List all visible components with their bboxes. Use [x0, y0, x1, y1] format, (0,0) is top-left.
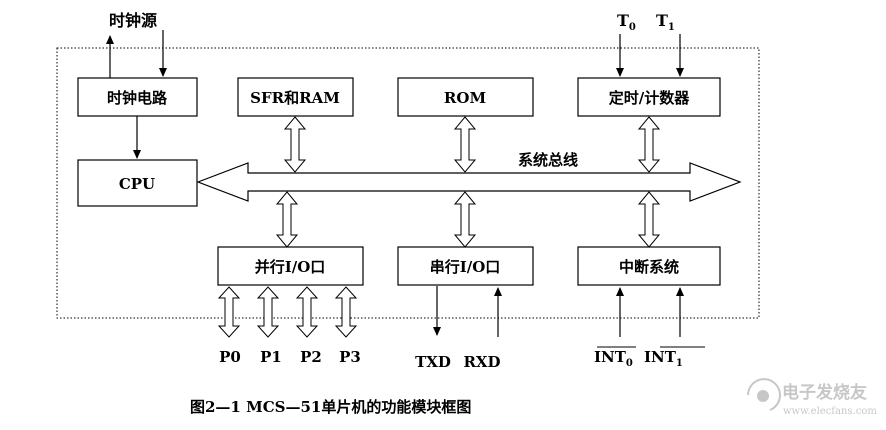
chip-boundary: [56, 47, 760, 319]
cpu-label: CPU: [119, 175, 155, 193]
clock-circuit-label: 时钟电路: [107, 89, 168, 107]
interrupt-bus-connector: [637, 191, 661, 248]
t1-label: T1: [656, 11, 675, 33]
watermark-logo: 电子发烧友 www.elecfans.com: [747, 378, 877, 417]
watermark-emblem-icon: [747, 378, 781, 411]
rom-block: [397, 77, 534, 117]
clock-source-label: 时钟源: [109, 11, 157, 30]
parallel-io-label: 并行I/O口: [255, 258, 326, 276]
p3-port-arrow: [334, 286, 358, 338]
rom-label: ROM: [444, 89, 486, 107]
cpu-block: [77, 159, 198, 207]
serial-io-block: [397, 246, 534, 286]
port-p3-label: P3: [339, 348, 361, 366]
port-p0-label: P0: [219, 348, 241, 366]
watermark-cn: 电子发烧友: [782, 382, 867, 403]
p1-port-arrow: [256, 286, 280, 338]
rxd-label: RXD: [463, 353, 500, 371]
sfr-ram-label: SFR和RAM: [250, 89, 340, 107]
system-bus-label: 系统总线: [518, 151, 578, 169]
system-bus-arrow: [196, 162, 742, 202]
port-p1-label: P1: [260, 348, 282, 366]
parallel-io-block: [217, 246, 364, 286]
sfr-ram-block: [237, 77, 354, 117]
p2-port-arrow: [295, 286, 319, 338]
timer-bus-connector: [637, 116, 661, 173]
int1-label: INT1: [644, 348, 683, 369]
serial-io-bus-connector: [453, 191, 477, 248]
timer-counter-label: 定时/计数器: [609, 89, 690, 107]
t0-label: T0: [617, 11, 636, 33]
port-p2-label: P2: [300, 348, 322, 366]
int0-label: INT0: [594, 348, 633, 369]
watermark-url: www.elecfans.com: [783, 406, 877, 417]
rom-bus-connector: [453, 116, 477, 173]
figure-caption: 图2—1 MCS—51单片机的功能模块框图: [190, 398, 471, 416]
interrupt-system-block: [577, 246, 721, 286]
clock-circuit-block: [77, 77, 198, 117]
sfr-ram-bus-connector: [283, 116, 307, 173]
txd-label: TXD: [415, 353, 451, 371]
parallel-io-bus-connector: [275, 191, 299, 248]
p0-port-arrow: [217, 286, 241, 338]
interrupt-system-label: 中断系统: [619, 258, 679, 276]
timer-counter-block: [577, 77, 721, 117]
serial-io-label: 串行I/O口: [430, 258, 501, 276]
